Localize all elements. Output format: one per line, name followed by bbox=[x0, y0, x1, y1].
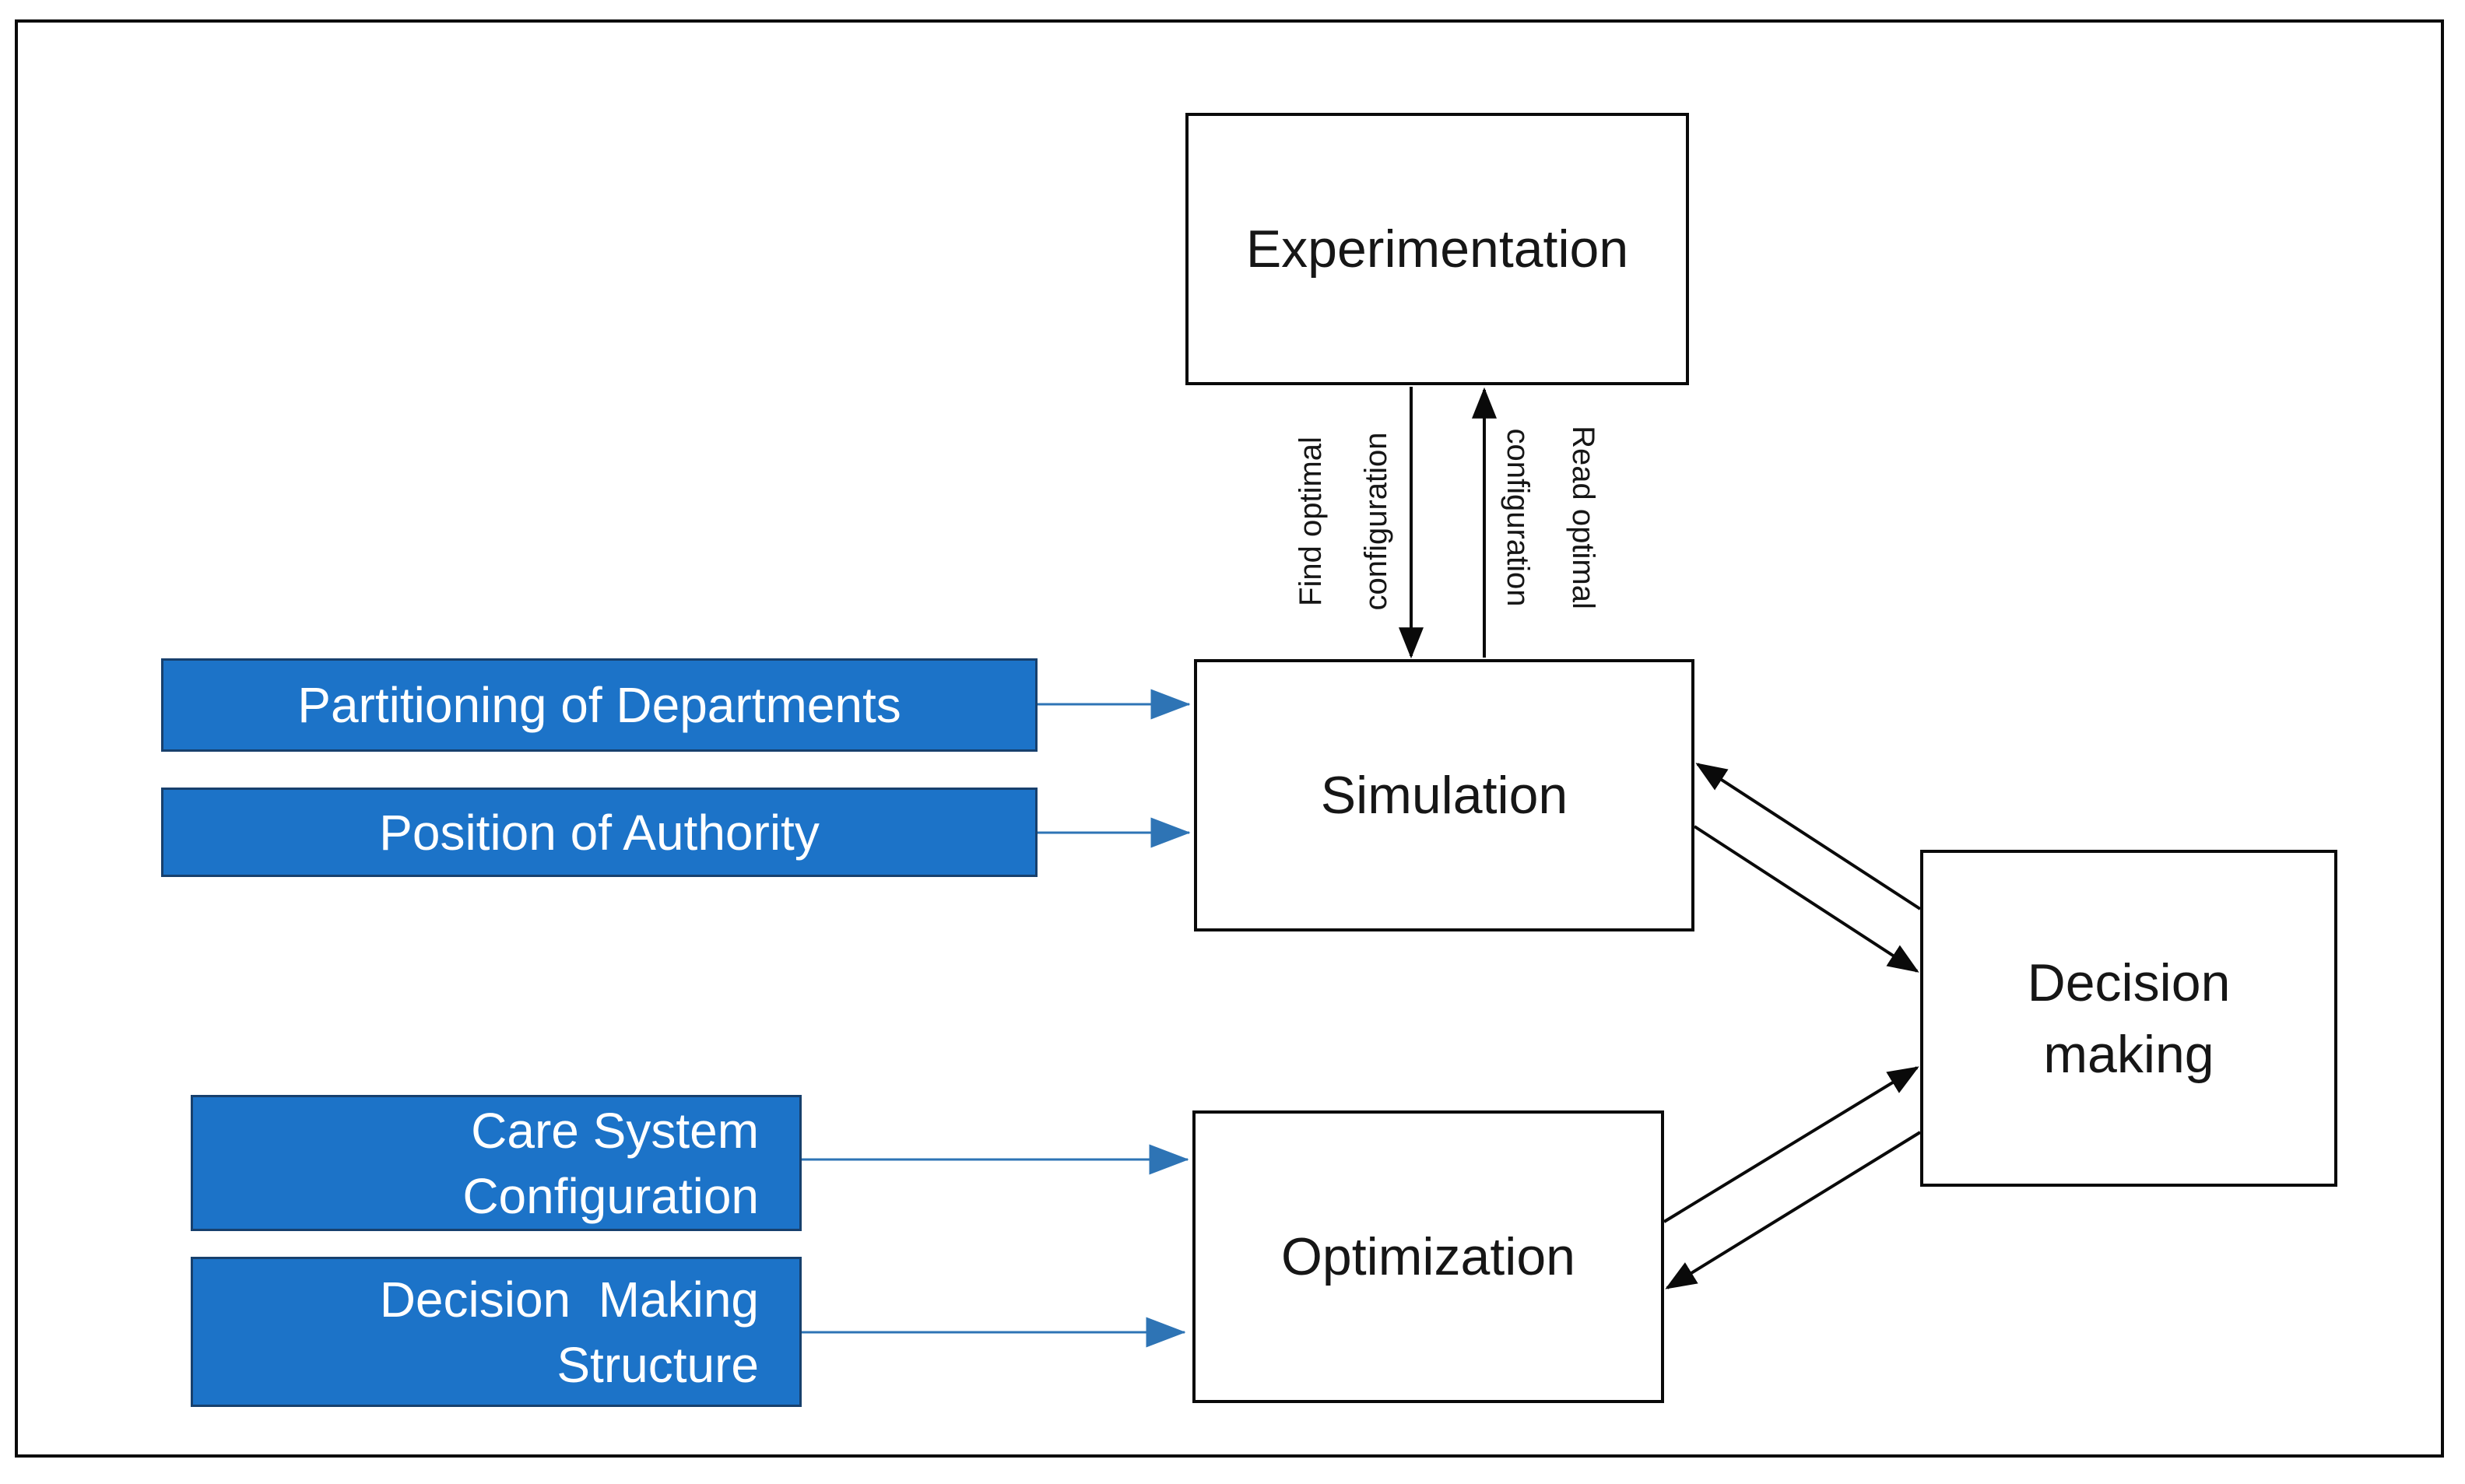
optimization-box: Optimization bbox=[1192, 1110, 1664, 1403]
find-optimal-label-line1: Find optimal bbox=[1294, 437, 1328, 606]
experimentation-label: Experimentation bbox=[1245, 219, 1629, 279]
find-optimal-configuration-label: Find optimal configuration bbox=[1278, 358, 1409, 685]
input-decision-making-structure: Decision Making Structure bbox=[191, 1257, 802, 1407]
simulation-label: Simulation bbox=[1320, 766, 1568, 825]
arrow-decision-making-to-simulation bbox=[1695, 763, 1922, 910]
input-position-of-authority: Position of Authority bbox=[161, 788, 1038, 877]
input-care-system-configuration: Care System Configuration bbox=[191, 1095, 802, 1231]
input-care-system-label-line1: Care System bbox=[471, 1102, 759, 1159]
input-care-system-label-line2: Configuration bbox=[462, 1167, 759, 1224]
read-optimal-configuration-label: Read optimal configuration bbox=[1485, 354, 1616, 681]
optimization-label: Optimization bbox=[1281, 1227, 1575, 1286]
decision-making-label-line2: making bbox=[2043, 1024, 2214, 1084]
decision-making-box: Decision making bbox=[1920, 850, 2337, 1187]
arrow-simulation-to-decision-making bbox=[1693, 825, 1919, 973]
arrow-optimization-to-decision-making bbox=[1663, 1066, 1919, 1223]
simulation-box: Simulation bbox=[1194, 659, 1694, 931]
input-authority-label: Position of Authority bbox=[379, 804, 820, 861]
read-optimal-label-line1: Read optimal bbox=[1566, 426, 1600, 609]
experimentation-box: Experimentation bbox=[1185, 113, 1689, 385]
input-partitioning-label: Partitioning of Departments bbox=[297, 677, 901, 733]
find-optimal-label-line2: configuration bbox=[1359, 432, 1393, 611]
read-optimal-label-line2: configuration bbox=[1501, 428, 1535, 607]
input-decision-structure-label-line1: Decision Making bbox=[379, 1271, 759, 1328]
decision-making-label-line1: Decision bbox=[2027, 952, 2231, 1012]
arrow-decision-making-to-optimization bbox=[1665, 1131, 1922, 1289]
input-partitioning-of-departments: Partitioning of Departments bbox=[161, 658, 1038, 752]
input-decision-structure-label-line2: Structure bbox=[557, 1336, 759, 1393]
